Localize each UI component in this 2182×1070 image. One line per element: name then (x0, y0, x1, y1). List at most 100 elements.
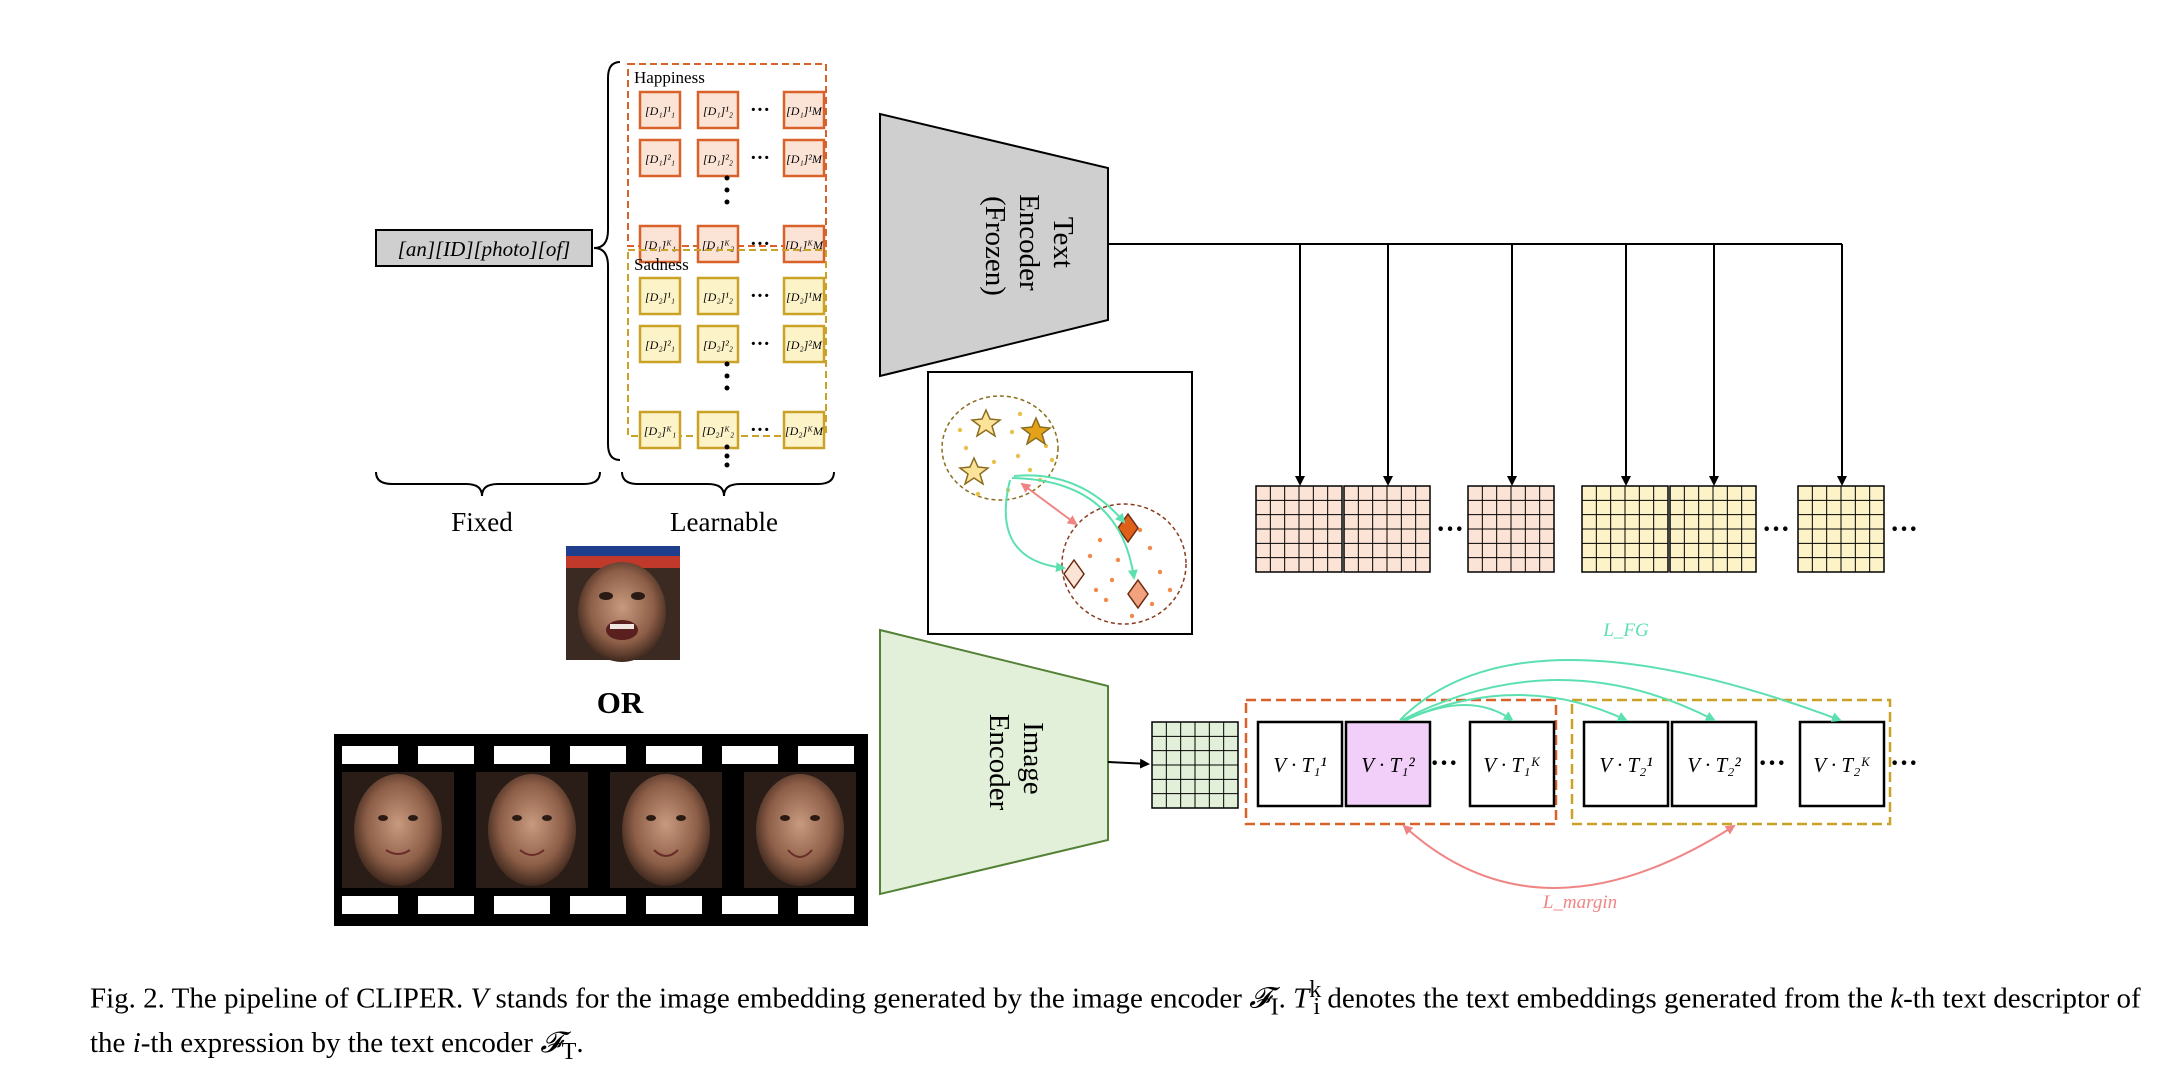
descriptor-label: [D₁]¹M (786, 104, 823, 118)
face-eye (512, 815, 522, 821)
text-encoder-line3: (Frozen) (979, 196, 1011, 296)
face-eye (810, 815, 820, 821)
descriptor-cell (782, 90, 826, 130)
film-hole (570, 896, 626, 914)
row-ellipsis: ··· (750, 419, 770, 441)
descriptor-cell (638, 90, 682, 130)
sample-dot (1009, 429, 1015, 435)
column-dot (724, 385, 730, 391)
column-dot (724, 199, 730, 205)
sample-dot (1049, 457, 1055, 463)
descriptor-cell (782, 410, 826, 450)
similarity-box (1344, 720, 1432, 808)
column-dot (724, 175, 730, 181)
descriptor-label: [D₂]¹₁ (645, 290, 675, 304)
descriptor-cell (696, 90, 740, 130)
learnable-label: Learnable (670, 507, 778, 537)
text-embedding-grid (1797, 485, 1885, 573)
video-face (488, 774, 576, 886)
similarity-label: V · T₁² (1361, 753, 1415, 777)
caption-t: T (1293, 982, 1310, 1015)
image-encoder-line1: Image (1017, 722, 1049, 794)
film-hole (494, 746, 550, 764)
row-ellipsis: ··· (750, 233, 770, 255)
star-icon (958, 456, 990, 486)
face-mouth (653, 849, 679, 857)
sample-dot (1043, 443, 1049, 449)
face-eye (676, 815, 686, 821)
column-dot (724, 361, 730, 367)
film-hole (418, 896, 474, 914)
descriptor-label: [D₁]¹₂ (703, 104, 733, 118)
row-ellipsis: ··· (750, 99, 770, 121)
descriptor-label: [D₁]¹₁ (645, 104, 675, 118)
descriptor-cell (696, 324, 740, 364)
film-hole (342, 746, 398, 764)
similarity-box (1798, 720, 1886, 808)
film-hole (798, 896, 854, 914)
caption-text-2: stands for the image embedding generated… (488, 982, 1250, 1015)
film-hole (570, 746, 626, 764)
fg-loss-arrows (1399, 659, 1842, 722)
face-mouth (787, 849, 813, 858)
film-hole (722, 746, 778, 764)
margin-loss-label: L_margin (1542, 892, 1617, 913)
sample-dot (1115, 557, 1121, 563)
descriptor-cell (638, 138, 682, 178)
similarity-box (1256, 720, 1344, 808)
row-ellipsis: ··· (750, 285, 770, 307)
descriptor-label: [D₁]²₁ (645, 152, 675, 166)
caption-fi: 𝓕 (1249, 982, 1271, 1015)
caption-k: k (1890, 982, 1904, 1015)
sample-dot (975, 491, 981, 497)
more-groups-dots (724, 444, 730, 468)
caption-v: V (470, 982, 489, 1015)
row-ellipsis: ··· (750, 333, 770, 355)
film-hole (722, 896, 778, 914)
learnable-brace (621, 471, 835, 497)
descriptor-label: [D₂]ᴷ₁ (644, 424, 676, 438)
caption-text-6: -th expression by the text encoder (140, 1027, 541, 1060)
caption-i: i (132, 1027, 141, 1060)
sample-dot (963, 445, 969, 451)
descriptor-cell (696, 224, 740, 264)
film-hole (646, 896, 702, 914)
sadness-sim-group (1570, 698, 1892, 826)
column-dot (724, 187, 730, 193)
fg-loss-label: L_FG (1602, 620, 1649, 641)
text-embedding-grid (1581, 485, 1669, 573)
descriptor-label: [D₂]¹M (786, 290, 823, 304)
caption-fi-sub: I (1270, 993, 1279, 1021)
sample-dot (1147, 545, 1153, 551)
similarity-label: V · T₁ᴷ (1483, 753, 1541, 777)
descriptor-label: [D₂]²M (786, 338, 823, 352)
sadness-label: Sadness (634, 255, 689, 274)
figure-caption: Fig. 2. The pipeline of CLIPER. V stands… (90, 972, 2150, 1070)
caption-text-1: The pipeline of CLIPER. (164, 982, 471, 1015)
similarity-box (1468, 720, 1556, 808)
sample-dot (991, 459, 997, 465)
descriptor-cell (638, 224, 682, 264)
face-eye (780, 815, 790, 821)
happiness-label: Happiness (634, 68, 705, 87)
caption-text-5: -th text descriptor of the (90, 982, 2141, 1060)
sample-dot (1167, 587, 1173, 593)
star-icon (970, 408, 1002, 438)
caption-text-4: denotes the text embeddings generated fr… (1320, 982, 1891, 1015)
sample-dot (1015, 453, 1021, 459)
text-encoder-line2: Encoder (1013, 194, 1045, 291)
similarity-box (1582, 720, 1670, 808)
happiness-sim-group (1244, 698, 1558, 826)
caption-t-sup: k (1309, 976, 1322, 1003)
sample-dot (1129, 613, 1135, 619)
descriptor-label: [D₂]²₂ (703, 338, 733, 352)
face-eye (408, 815, 418, 821)
descriptor-cell (782, 138, 826, 178)
image-embedding-grid (1151, 721, 1239, 809)
sadness-group: Sadness [D₂]¹₁[D₂]¹₂[D₂]¹M···[D₂]²₁[D₂]²… (627, 249, 827, 450)
sample-dot (1137, 527, 1143, 533)
similarity-label: V · T₂ᴷ (1813, 753, 1871, 777)
descriptor-cell (638, 276, 682, 316)
svg-text:Image Encoder: Image Encoder (983, 714, 1049, 811)
happiness-group: Happiness [D₁]¹₁[D₁]¹₂[D₁]¹M···[D₁]²₁[D₁… (627, 63, 827, 264)
